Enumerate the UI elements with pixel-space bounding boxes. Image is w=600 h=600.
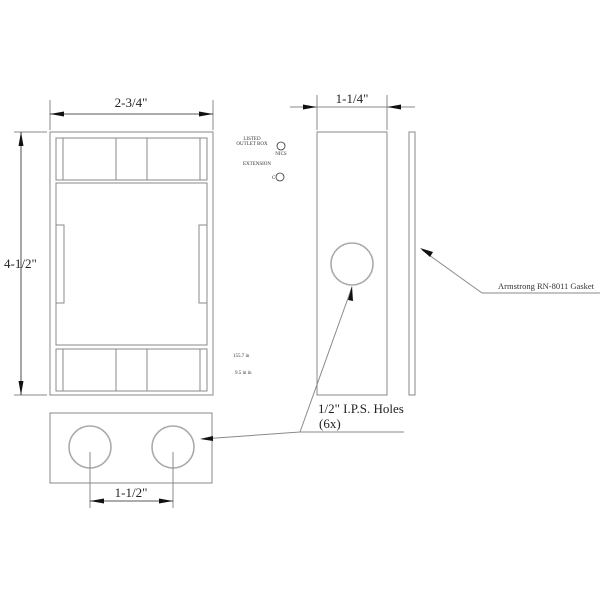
holes-count: (6x) — [319, 416, 341, 431]
front-view — [49, 131, 214, 396]
outlet-box-label: OUTLET BOX — [236, 142, 268, 147]
side-outline — [316, 131, 388, 396]
listing-marks: LISTED OUTLET BOX NICS EXTENSION C 155.7… — [233, 137, 287, 376]
bottom-panel — [55, 348, 208, 392]
holes-callout: 1/2" I.P.S. Holes (6x) — [200, 286, 404, 441]
listed-label: LISTED — [243, 137, 261, 142]
right-tab — [198, 224, 208, 304]
left-tab — [55, 224, 65, 304]
csa-mark-icon — [275, 172, 285, 182]
side-hole — [330, 242, 374, 286]
height-label: 4-1/2" — [4, 256, 37, 271]
width-label: 2-3/4" — [115, 95, 148, 110]
bottom-outline — [49, 412, 213, 484]
extension-code: C — [272, 176, 276, 181]
gasket — [408, 131, 416, 396]
depth-note: 9.5 in in — [235, 371, 252, 376]
top-panel — [55, 137, 208, 181]
volume-label: 155.7 in — [233, 354, 250, 359]
extension-label: EXTENSION — [243, 162, 271, 167]
center-panel — [55, 182, 208, 346]
depth-dimension: 1-1/4" — [290, 91, 415, 130]
side-view — [316, 131, 388, 396]
ul-mark-icon — [276, 141, 286, 151]
depth-label: 1-1/4" — [336, 91, 369, 106]
height-dimension: 4-1/2" — [4, 131, 47, 396]
width-dimension: 2-3/4" — [49, 95, 214, 130]
gasket-label: Armstrong RN-8011 Gasket — [498, 281, 595, 291]
hole-spacing-dimension: 1-1/2" — [89, 452, 174, 508]
bottom-view — [49, 412, 213, 484]
listed-code: NICS — [275, 152, 287, 157]
gasket-callout: Armstrong RN-8011 Gasket — [420, 248, 600, 294]
front-outline — [49, 131, 214, 396]
hole-spacing-label: 1-1/2" — [115, 485, 148, 500]
holes-label: 1/2" I.P.S. Holes — [318, 401, 404, 416]
